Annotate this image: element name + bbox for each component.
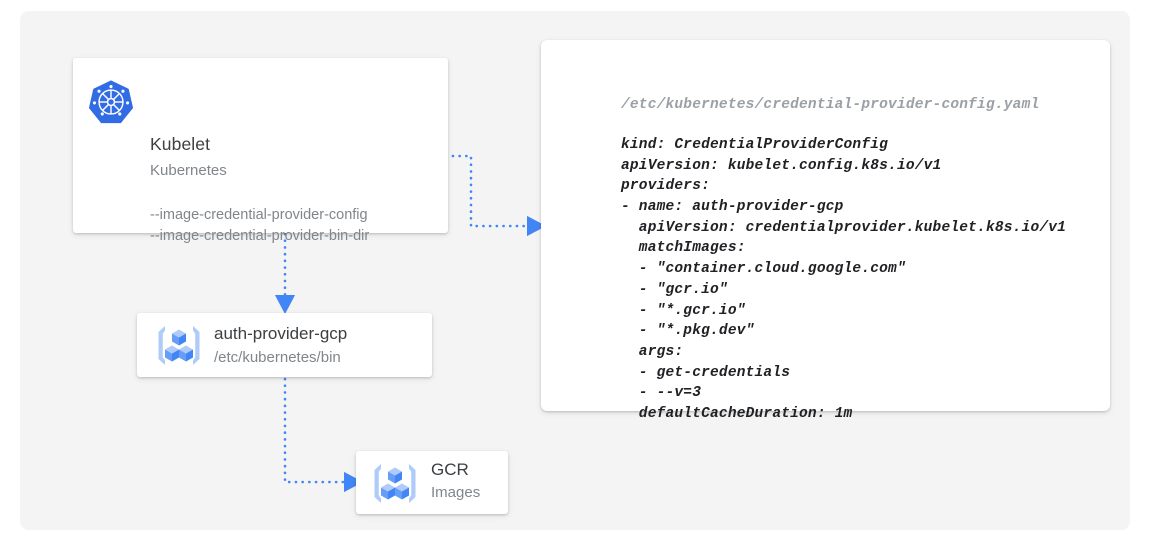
auth-provider-title: auth-provider-gcp (214, 324, 348, 343)
yaml-code-block: kind: CredentialProviderConfig apiVersion… (621, 135, 1066, 425)
yaml-line: - "container.cloud.google.com" (621, 261, 906, 278)
kubelet-subtitle: Kubernetes (150, 162, 227, 179)
yaml-line: providers: (621, 178, 711, 195)
yaml-line: apiVersion: kubelet.config.k8s.io/v1 (621, 157, 942, 174)
yaml-filename: /etc/kubernetes/credential-provider-conf… (621, 97, 1040, 113)
kubelet-title: Kubelet (150, 134, 211, 154)
container-registry-icon (158, 326, 200, 365)
container-registry-icon (374, 464, 416, 503)
yaml-line: apiVersion: credentialprovider.kubelet.k… (621, 219, 1067, 236)
kubelet-node-card[interactable]: Kubelet Kubernetes --image-credential-pr… (73, 58, 448, 244)
kubelet-flag-bin-dir: --image-credential-provider-bin-dir (150, 228, 370, 244)
gcr-subtitle: Images (431, 484, 481, 501)
yaml-line: - "gcr.io" (621, 281, 728, 298)
yaml-line: defaultCacheDuration: 1m (621, 405, 853, 422)
kubernetes-icon (88, 80, 134, 124)
yaml-line: matchImages: (621, 240, 746, 257)
yaml-line: - --v=3 (621, 385, 702, 402)
yaml-line: args: (621, 343, 684, 360)
auth-provider-subtitle: /etc/kubernetes/bin (214, 349, 341, 366)
yaml-line: - "*.gcr.io" (621, 302, 746, 319)
yaml-line: kind: CredentialProviderConfig (621, 137, 889, 153)
yaml-config-card: /etc/kubernetes/credential-provider-conf… (541, 40, 1110, 422)
yaml-line: - "*.pkg.dev" (621, 323, 755, 340)
yaml-line: - name: auth-provider-gcp (621, 199, 844, 216)
gcr-title: GCR (431, 460, 469, 479)
gcr-node-card[interactable]: GCR Images (356, 451, 508, 514)
yaml-line: - get-credentials (621, 364, 791, 381)
kubelet-flag-config: --image-credential-provider-config (150, 207, 368, 223)
auth-provider-gcp-node-card[interactable]: auth-provider-gcp /etc/kubernetes/bin (137, 313, 432, 377)
